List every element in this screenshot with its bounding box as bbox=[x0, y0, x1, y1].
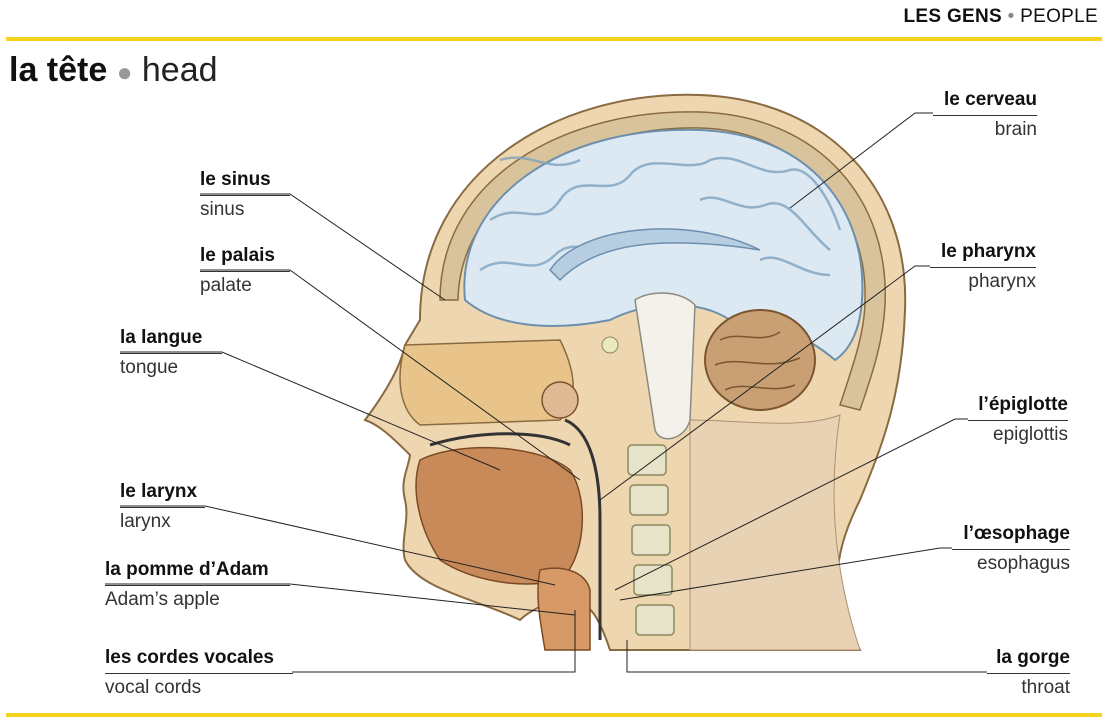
label-brain-english: brain bbox=[994, 119, 1037, 140]
label-brain: le cerveau brain bbox=[933, 88, 1037, 142]
label-tongue-english: tongue bbox=[120, 357, 179, 378]
label-throat-french: la gorge bbox=[987, 646, 1070, 674]
label-larynx: le larynx larynx bbox=[120, 480, 205, 534]
title-english: head bbox=[141, 51, 218, 89]
label-palate-english: palate bbox=[200, 275, 252, 296]
pituitary bbox=[601, 336, 619, 354]
label-epiglottis-english: epiglottis bbox=[993, 424, 1068, 445]
title-separator-dot: ● bbox=[116, 57, 133, 87]
label-pharynx: le pharynx pharynx bbox=[930, 240, 1036, 294]
nasal-cavity bbox=[399, 339, 574, 426]
label-tongue-french: la langue bbox=[120, 326, 222, 354]
pharynx-channel bbox=[564, 418, 602, 640]
label-sinus-french: le sinus bbox=[200, 168, 290, 196]
label-adams-apple: la pomme d’Adam Adam’s apple bbox=[105, 558, 290, 612]
title-french: la tête bbox=[9, 51, 108, 89]
label-pharynx-english: pharynx bbox=[968, 271, 1036, 292]
brain-cerebrum bbox=[463, 128, 864, 362]
label-adams-apple-french: la pomme d’Adam bbox=[105, 558, 290, 586]
cerebellum-folds bbox=[714, 331, 801, 391]
label-tongue: la langue tongue bbox=[120, 326, 222, 380]
label-brain-french: le cerveau bbox=[933, 88, 1037, 116]
top-accent-rule bbox=[6, 37, 1102, 41]
leader-lines bbox=[105, 112, 987, 673]
label-vocal-cords-french: les cordes vocales bbox=[105, 646, 293, 674]
section-header: LES GENS • PEOPLE bbox=[904, 6, 1098, 28]
label-sinus: le sinus sinus bbox=[200, 168, 290, 222]
label-esophagus: l’œsophage esophagus bbox=[952, 522, 1070, 576]
header-english: PEOPLE bbox=[1020, 6, 1098, 27]
label-throat-english: throat bbox=[1021, 677, 1070, 698]
neck-muscle bbox=[689, 414, 861, 651]
brain-gyri bbox=[479, 156, 842, 277]
label-larynx-english: larynx bbox=[120, 511, 171, 532]
label-palate: le palais palate bbox=[200, 244, 290, 298]
label-sinus-english: sinus bbox=[200, 199, 245, 220]
label-adams-apple-english: Adam’s apple bbox=[105, 589, 220, 610]
label-palate-french: le palais bbox=[200, 244, 290, 272]
bottom-accent-rule bbox=[6, 713, 1102, 717]
palate-line bbox=[429, 432, 571, 447]
label-pharynx-french: le pharynx bbox=[930, 240, 1036, 268]
larynx bbox=[537, 567, 591, 651]
label-esophagus-french: l’œsophage bbox=[952, 522, 1070, 550]
nasal-concha bbox=[541, 381, 579, 419]
label-vocal-cords: les cordes vocales vocal cords bbox=[105, 646, 293, 700]
label-epiglottis-french: l’épiglotte bbox=[968, 393, 1068, 421]
cervical-vertebrae bbox=[627, 444, 675, 636]
label-esophagus-english: esophagus bbox=[977, 553, 1070, 574]
page-title: la tête ● head bbox=[9, 50, 218, 92]
label-throat: la gorge throat bbox=[987, 646, 1070, 700]
cerebellum bbox=[704, 309, 816, 411]
label-epiglottis: l’épiglotte epiglottis bbox=[968, 393, 1068, 447]
header-french: LES GENS bbox=[903, 6, 1003, 27]
label-larynx-french: le larynx bbox=[120, 480, 205, 508]
label-vocal-cords-english: vocal cords bbox=[105, 677, 202, 698]
corpus-callosum bbox=[549, 228, 761, 282]
header-separator-dot: • bbox=[1007, 6, 1015, 27]
brain-stem bbox=[634, 292, 696, 440]
